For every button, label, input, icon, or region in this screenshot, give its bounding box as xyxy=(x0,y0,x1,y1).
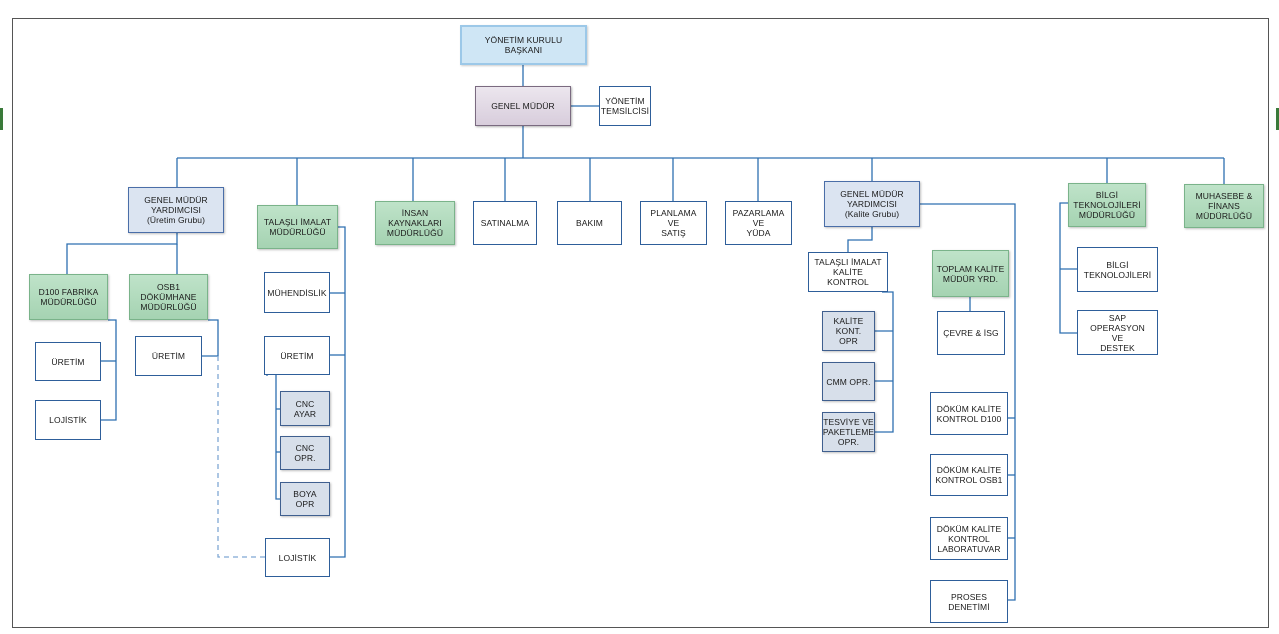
pazarlama-yuda-box: PAZARLAMA VE YÜDA xyxy=(725,201,792,245)
management-representative-box: YÖNETİM TEMSİLCİSİ xyxy=(599,86,651,126)
sap-operasyon-box: SAP OPERASYON VE DESTEK xyxy=(1077,310,1158,355)
gmy-quality-box: GENEL MÜDÜR YARDIMCISI (Kalite Grubu) xyxy=(824,181,920,227)
board-chairman-box: YÖNETİM KURULU BAŞKANI xyxy=(460,25,587,65)
insan-kaynaklari-box: İNSAN KAYNAKLARI MÜDÜRLÜĞÜ xyxy=(375,201,455,245)
talasli-lojistik-box: LOJİSTİK xyxy=(265,538,330,577)
cnc-opr-box: CNC OPR. xyxy=(280,436,330,470)
dokum-kalite-d100-box: DÖKÜM KALİTE KONTROL D100 xyxy=(930,392,1008,435)
cnc-ayar-box: CNC AYAR xyxy=(280,391,330,426)
toplam-kalite-box: TOPLAM KALİTE MÜDÜR YRD. xyxy=(932,250,1009,297)
talasli-imalat-mudurlugu-box: TALAŞLI İMALAT MÜDÜRLÜĞÜ xyxy=(257,205,338,249)
kalite-kont-opr-box: KALİTE KONT. OPR xyxy=(822,311,875,351)
chart-frame xyxy=(12,18,1269,628)
d100-lojistik-box: LOJİSTİK xyxy=(35,400,101,440)
gmy-production-box: GENEL MÜDÜR YARDIMCISI (Üretim Grubu) xyxy=(128,187,224,233)
muhasebe-finans-box: MUHASEBE & FİNANS MÜDÜRLÜĞÜ xyxy=(1184,184,1264,228)
d100-uretim-box: ÜRETİM xyxy=(35,342,101,381)
bilgi-teknolojileri-box: BİLGİ TEKNOLOJİLERİ xyxy=(1077,247,1158,292)
general-manager-box: GENEL MÜDÜR xyxy=(475,86,571,126)
muhendislik-box: MÜHENDİSLİK xyxy=(264,272,330,313)
talasli-uretim-box: ÜRETİM xyxy=(264,336,330,375)
dokum-kalite-lab-box: DÖKÜM KALİTE KONTROL LABORATUVAR xyxy=(930,517,1008,560)
dokum-kalite-osb1-box: DÖKÜM KALİTE KONTROL OSB1 xyxy=(930,454,1008,496)
satinalma-box: SATINALMA xyxy=(473,201,537,245)
d100-fabrika-box: D100 FABRİKA MÜDÜRLÜĞÜ xyxy=(29,274,108,320)
cevre-isg-box: ÇEVRE & İSG xyxy=(937,311,1005,355)
tesviye-paketleme-box: TESVİYE VE PAKETLEME OPR. xyxy=(822,412,875,452)
planlama-satis-box: PLANLAMA VE SATIŞ xyxy=(640,201,707,245)
boya-opr-box: BOYA OPR xyxy=(280,482,330,516)
talasli-kalite-kontrol-box: TALAŞLI İMALAT KALİTE KONTROL xyxy=(808,252,888,292)
osb1-uretim-box: ÜRETİM xyxy=(135,336,202,376)
right-edge-marker xyxy=(1276,108,1279,130)
bilgi-teknolojileri-mudurlugu-box: BİLGİ TEKNOLOJİLERİ MÜDÜRLÜĞÜ xyxy=(1068,183,1146,227)
osb1-dokumhane-box: OSB1 DÖKÜMHANE MÜDÜRLÜĞÜ xyxy=(129,274,208,320)
proses-denetimi-box: PROSES DENETİMİ xyxy=(930,580,1008,623)
cmm-opr-box: CMM OPR. xyxy=(822,362,875,401)
left-edge-marker xyxy=(0,108,3,130)
bakim-box: BAKIM xyxy=(557,201,622,245)
